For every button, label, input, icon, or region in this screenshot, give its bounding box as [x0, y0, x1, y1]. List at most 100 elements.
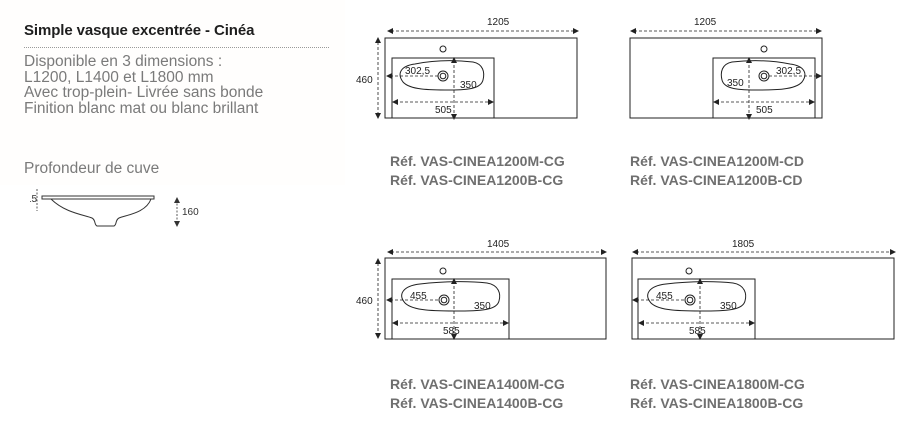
- drain-inner-icon: [686, 296, 694, 304]
- basin-width-label: 505: [756, 105, 773, 116]
- depth-section-title: Profondeur de cuve: [24, 160, 160, 177]
- reference-block-1400-cg: Réf. VAS-CINEA1400M-CG Réf. VAS-CINEA140…: [390, 375, 565, 413]
- description-line: L1200, L1400 et L1800 mm: [24, 68, 214, 86]
- basin-depth-label: 350: [474, 301, 491, 312]
- reference-code: Réf. VAS-CINEA1400B-CG: [390, 395, 564, 411]
- arrow-left-icon: [632, 297, 638, 303]
- arrow-up-icon: [375, 258, 381, 264]
- arrow-down-icon: [697, 334, 703, 340]
- arrow-right-icon: [816, 73, 822, 79]
- arrow-left-icon: [387, 249, 393, 255]
- product-description: Disponible en 3 dimensions : L1200, L140…: [24, 54, 263, 116]
- arrow-left-icon: [386, 73, 392, 79]
- arrow-left-icon: [713, 99, 719, 105]
- basin-depth-label: 350: [720, 301, 737, 312]
- arrow-left-icon: [638, 320, 644, 326]
- total-width-label: 1405: [487, 239, 510, 250]
- arrow-right-icon: [573, 28, 579, 34]
- title-divider: [24, 47, 329, 48]
- product-info-panel: [0, 0, 345, 185]
- depth-label: 460: [356, 75, 373, 86]
- basin-bowl-outline: [647, 281, 747, 312]
- drain-icon: [684, 294, 696, 306]
- reference-code: Réf. VAS-CINEA1800M-CG: [630, 376, 805, 392]
- drain-icon: [758, 70, 770, 82]
- arrow-up-icon: [174, 197, 180, 203]
- bowl-outline: [50, 198, 152, 227]
- arrow-up-icon: [746, 57, 752, 63]
- rim-plate: [41, 195, 155, 200]
- reference-code: Réf. VAS-CINEA1800B-CG: [630, 395, 804, 411]
- basin-block-outline: [637, 278, 756, 340]
- reference-block-1200-cd: Réf. VAS-CINEA1200M-CD Réf. VAS-CINEA120…: [630, 152, 804, 190]
- arrow-down-icon: [451, 114, 457, 120]
- reference-code: Réf. VAS-CINEA1200M-CD: [630, 153, 804, 169]
- arrow-up-icon: [375, 37, 381, 43]
- reference-block-1800-cg: Réf. VAS-CINEA1800M-CG Réf. VAS-CINEA180…: [630, 375, 805, 413]
- arrow-right-icon: [488, 99, 494, 105]
- basin-width-label: 505: [435, 105, 452, 116]
- depth-label: 460: [356, 296, 373, 307]
- bowl-profile-drawing: 15 160: [30, 189, 199, 227]
- basin-width-label: 585: [689, 326, 706, 337]
- arrow-up-icon: [697, 278, 703, 284]
- description-line: Avec trop-plein- Livrée sans bonde: [24, 84, 264, 101]
- arrow-up-icon: [451, 278, 457, 284]
- drain-inner-icon: [440, 296, 448, 304]
- drain-inner-icon: [439, 72, 447, 80]
- description-line: Disponible en 3 dimensions :: [24, 53, 223, 70]
- description-line: Finition blanc mat ou blanc brillant: [24, 99, 259, 117]
- basin-depth-label: 350: [460, 80, 477, 91]
- arrow-left-icon: [392, 99, 398, 105]
- drain-offset-label: 302,5: [776, 66, 801, 77]
- arrow-right-icon: [749, 320, 755, 326]
- tap-hole-icon: [685, 267, 693, 275]
- arrow-down-icon: [451, 334, 457, 340]
- arrow-up-icon: [451, 57, 457, 63]
- drain-offset-label: 455: [410, 291, 427, 302]
- diagram-1200-cg: 1205 460 302,5 350 505: [356, 17, 579, 120]
- arrow-down-icon: [375, 333, 381, 339]
- arrow-left-icon: [632, 249, 638, 255]
- drain-inner-icon: [760, 72, 768, 80]
- arrow-right-icon: [809, 99, 815, 105]
- diagram-1400-cg: 1405 460 455 350 585: [356, 239, 607, 340]
- total-width-label: 1205: [487, 17, 510, 28]
- arrow-left-icon: [387, 28, 393, 34]
- diagram-1200-cd: 1205 302,5 350 505: [629, 17, 823, 120]
- tap-hole-icon: [439, 267, 447, 275]
- drain-offset-label: 455: [656, 291, 673, 302]
- arrow-left-icon: [392, 320, 398, 326]
- reference-code: Réf. VAS-CINEA1400M-CG: [390, 376, 565, 392]
- drain-icon: [438, 294, 450, 306]
- total-width-label: 1805: [732, 239, 755, 250]
- drain-offset-label: 302,5: [405, 66, 430, 77]
- reference-code: Réf. VAS-CINEA1200M-CG: [390, 153, 565, 169]
- arrow-left-icon: [630, 28, 636, 34]
- arrow-right-icon: [503, 320, 509, 326]
- reference-code: Réf. VAS-CINEA1200B-CD: [630, 172, 803, 188]
- basin-block-outline: [391, 57, 495, 119]
- arrow-right-icon: [816, 28, 822, 34]
- arrow-down-icon: [375, 113, 381, 119]
- basin-bowl-outline: [720, 60, 806, 91]
- arrow-down-icon: [746, 114, 752, 120]
- countertop-outline: [631, 257, 895, 340]
- basin-bowl-outline: [399, 60, 485, 91]
- basin-block-outline: [391, 278, 510, 340]
- basin-block-outline: [712, 57, 816, 119]
- reference-code: Réf. VAS-CINEA1200B-CG: [390, 172, 564, 188]
- tap-hole-icon: [760, 45, 768, 53]
- tap-hole-icon: [439, 45, 447, 53]
- countertop-outline: [384, 37, 578, 119]
- countertop-outline: [629, 37, 823, 119]
- total-width-label: 1205: [694, 17, 717, 28]
- arrow-right-icon: [601, 249, 607, 255]
- diagram-1800-cg: 1805 455 350 585: [631, 239, 896, 340]
- basin-bowl-outline: [401, 281, 501, 312]
- reference-block-1200-cg: Réf. VAS-CINEA1200M-CG Réf. VAS-CINEA120…: [390, 152, 565, 190]
- product-title: Simple vasque excentrée - Cinéa: [24, 22, 255, 39]
- arrow-left-icon: [386, 297, 392, 303]
- bowl-depth-label: 160: [182, 207, 199, 218]
- drain-icon: [437, 70, 449, 82]
